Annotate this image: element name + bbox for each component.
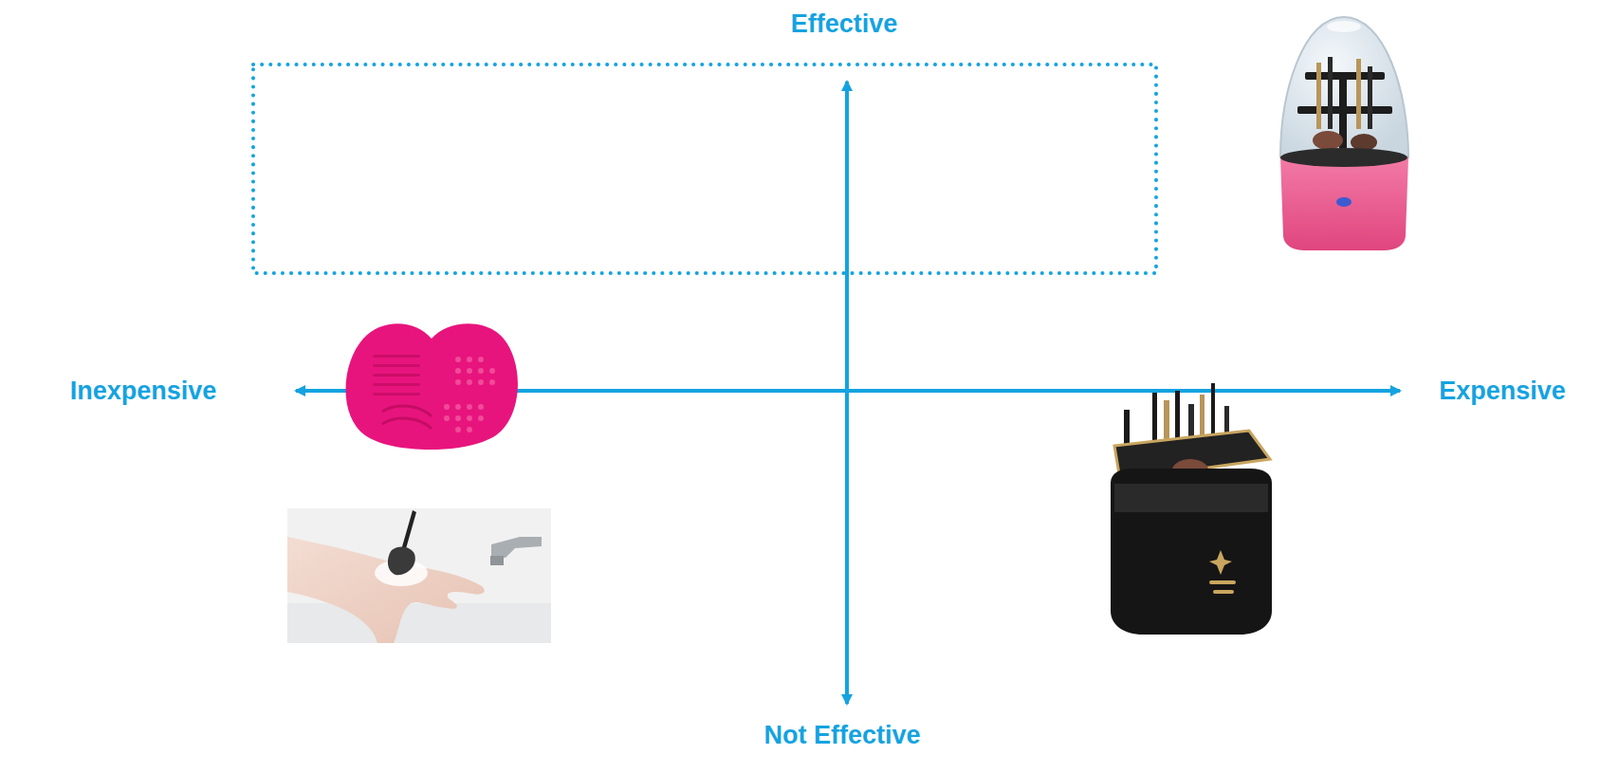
silicone-mat-part-part bbox=[372, 364, 421, 368]
silicone-mat-part-part bbox=[443, 404, 450, 410]
egg-brush-cleaner-part bbox=[1280, 157, 1409, 251]
silicone-mat-part-part bbox=[455, 379, 461, 386]
hand-washing-photo-part bbox=[287, 603, 552, 644]
egg-brush-cleaner-part bbox=[1326, 20, 1361, 33]
silicone-mat-part-part bbox=[466, 404, 473, 410]
silicone-mat-part-part bbox=[466, 415, 473, 422]
hand-washing-photo bbox=[287, 508, 552, 644]
silicone-mat-part-part bbox=[372, 354, 421, 358]
silicone-mat-part-part bbox=[466, 367, 473, 374]
brush-pearl-device-part bbox=[1114, 483, 1269, 513]
egg-brush-cleaner-part bbox=[1336, 197, 1352, 207]
silicone-mat-part bbox=[372, 354, 421, 396]
hand-washing-photo-part bbox=[491, 536, 542, 558]
silicone-mat bbox=[346, 323, 518, 450]
silicone-mat-part-part bbox=[455, 426, 461, 433]
egg-brush-cleaner-part bbox=[1327, 56, 1333, 129]
silicone-mat-part-part bbox=[466, 379, 473, 386]
brush-pearl-device-part bbox=[1213, 589, 1234, 594]
silicone-mat-part-part bbox=[372, 392, 421, 396]
egg-brush-cleaner-part bbox=[1280, 147, 1408, 167]
egg-brush-cleaner-part bbox=[1316, 62, 1322, 129]
axis-label: Inexpensive bbox=[67, 376, 221, 406]
egg-brush-cleaner-part bbox=[1312, 130, 1343, 150]
hand-washing-photo-part bbox=[387, 547, 416, 576]
silicone-mat-part bbox=[382, 405, 432, 417]
silicone-mat-part-part bbox=[455, 356, 461, 363]
silicone-mat-part bbox=[443, 356, 496, 433]
silicone-mat-part-part bbox=[466, 356, 473, 363]
brush-pearl-device-part bbox=[1209, 550, 1233, 575]
silicone-mat-part-part bbox=[455, 415, 461, 422]
silicone-mat-part-part bbox=[478, 415, 484, 422]
brush-pearl-device-part bbox=[1209, 580, 1236, 585]
silicone-mat-part-part bbox=[478, 367, 484, 374]
axis-label: Not Effective bbox=[760, 720, 923, 751]
silicone-mat-part bbox=[346, 323, 518, 450]
axis-label: Expensive bbox=[1435, 376, 1569, 406]
hand-washing-photo-part bbox=[401, 510, 417, 552]
silicone-mat-part-part bbox=[489, 367, 496, 374]
egg-brush-cleaner-part bbox=[1280, 17, 1409, 158]
silicone-mat-part bbox=[382, 418, 432, 429]
axis-label: Effective bbox=[788, 9, 902, 39]
brush-pearl-device-part bbox=[1110, 468, 1272, 635]
silicone-mat-part-part bbox=[372, 383, 421, 387]
silicone-mat-part-part bbox=[455, 404, 461, 410]
silicone-mat-part-part bbox=[478, 404, 484, 410]
egg-brush-cleaner-part bbox=[1367, 66, 1373, 129]
egg-brush-cleaner-part bbox=[1356, 58, 1361, 129]
silicone-mat-part-part bbox=[478, 356, 484, 363]
target-region bbox=[253, 64, 1157, 274]
silicone-mat-part-part bbox=[466, 426, 473, 433]
silicone-mat-part-part bbox=[443, 415, 450, 422]
hand-washing-photo-part bbox=[287, 508, 552, 644]
hand-washing-photo-part bbox=[490, 555, 504, 566]
egg-brush-cleaner bbox=[1280, 17, 1409, 251]
hand-washing-photo-part bbox=[287, 536, 485, 644]
silicone-mat-part-part bbox=[478, 379, 484, 386]
brush-pearl-device bbox=[1110, 383, 1272, 635]
silicone-mat-part-part bbox=[372, 373, 421, 377]
silicone-mat-part-part bbox=[489, 379, 496, 386]
silicone-mat-part-part bbox=[455, 367, 461, 374]
